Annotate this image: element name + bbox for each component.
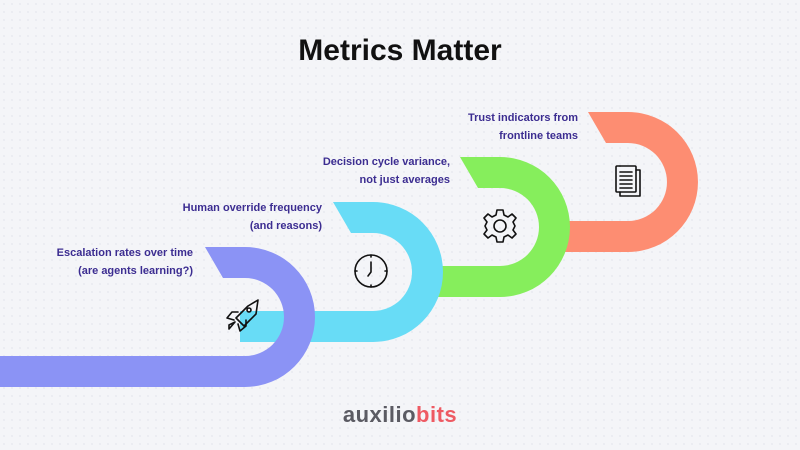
- band-step-4: [560, 112, 698, 252]
- step-1-line1: Escalation rates over time: [56, 247, 193, 259]
- rocket-icon: [226, 299, 259, 332]
- step-4-line2: frontline teams: [499, 130, 578, 142]
- band-step-1: [0, 247, 315, 387]
- step-2-line2: (and reasons): [249, 220, 322, 232]
- band-step-2: [240, 202, 443, 342]
- auxiliobits-logo: auxiliobits: [0, 402, 800, 428]
- step-3-line1: Decision cycle variance,: [322, 156, 450, 168]
- step-4-label: Trust indicators from frontline teams: [358, 109, 578, 145]
- document-icon: [615, 165, 641, 197]
- step-2-label: Human override frequency (and reasons): [102, 199, 322, 235]
- step-3-label: Decision cycle variance, not just averag…: [230, 153, 450, 189]
- clock-icon: [354, 254, 388, 288]
- step-2-line1: Human override frequency: [182, 202, 322, 214]
- step-4-line1: Trust indicators from: [467, 112, 578, 124]
- band-step-3: [420, 157, 570, 297]
- step-3-line2: not just averages: [359, 174, 450, 186]
- step-1-line2: (are agents learning?): [78, 265, 193, 277]
- logo-part1: auxilio: [342, 402, 417, 427]
- page-title: Metrics Matter: [298, 34, 502, 67]
- logo-part2: bits: [416, 402, 458, 427]
- gear-icon: [483, 209, 517, 243]
- step-1-label: Escalation rates over time (are agents l…: [0, 244, 193, 280]
